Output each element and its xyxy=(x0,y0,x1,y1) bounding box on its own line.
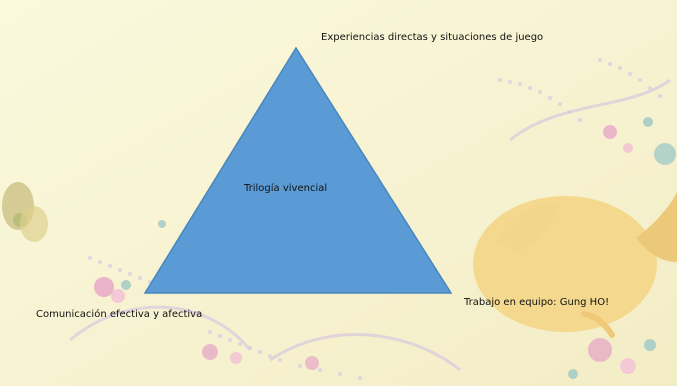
dot-swirls xyxy=(88,58,662,380)
top-vertex-label: Experiencias directas y situaciones de j… xyxy=(321,32,544,43)
flower-cluster-right xyxy=(603,117,676,165)
bottom-right-vertex-label: Trabajo en equipo: Gung HO! xyxy=(464,297,610,308)
left-foliage xyxy=(2,182,48,242)
swirl-lines xyxy=(69,78,671,372)
bottom-left-vertex-label: Comunicación efectiva y afectiva xyxy=(36,309,203,320)
bird-illustration xyxy=(473,192,677,338)
trilogy-triangle xyxy=(143,46,453,294)
flower-cluster-bottom xyxy=(202,338,656,379)
triangle-center-label: Trilogía vivencial xyxy=(244,183,328,194)
